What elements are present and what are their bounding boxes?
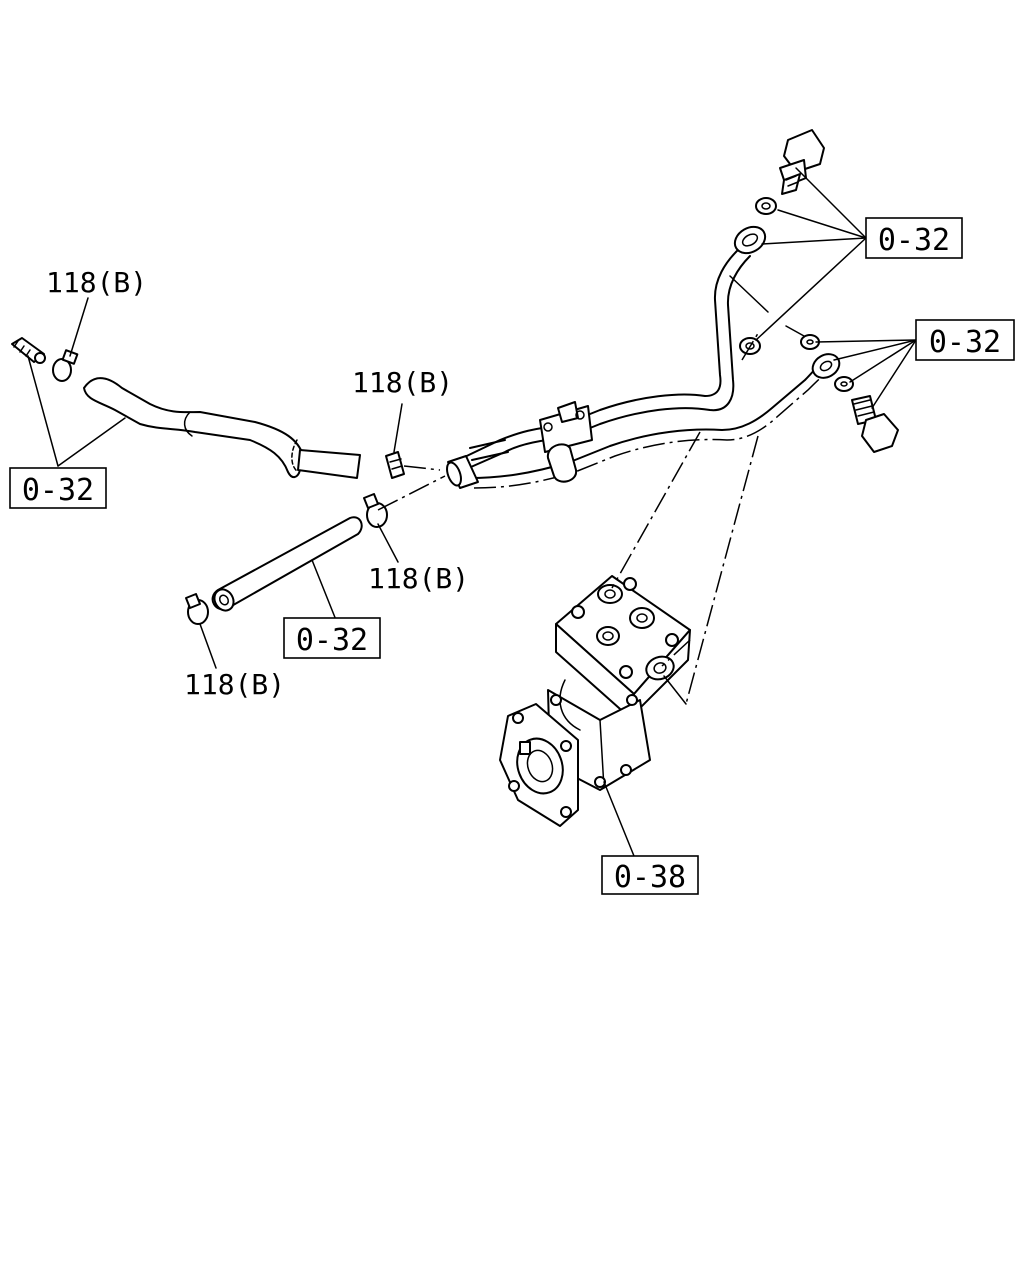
- ref-left-text: 0-32: [22, 473, 94, 508]
- center-fitting-leader: [403, 465, 441, 471]
- center-small-fitting: [385, 451, 405, 479]
- ref-top-right-text: 0-32: [878, 223, 950, 258]
- center-hose-leader: [377, 475, 446, 511]
- label-clip-d: 118(B): [184, 668, 285, 701]
- pipe-assembly: [446, 225, 841, 489]
- label-clip-c: 118(B): [368, 562, 469, 595]
- ref-box-right: 0-32: [915, 319, 1015, 361]
- ref-box-left: 0-32: [9, 467, 107, 509]
- right-washer-lower: [834, 376, 854, 392]
- right-banjo-bolt: [851, 395, 899, 453]
- left-connector-fitting: [11, 337, 46, 364]
- top-washer-upper: [755, 197, 777, 215]
- left-hose-clamp: [52, 349, 79, 382]
- top-washer-leader: [741, 329, 761, 361]
- leader-lines: [27, 167, 917, 857]
- ref-box-top-right: 0-32: [865, 217, 963, 259]
- ref-box-compressor: 0-38: [601, 855, 699, 895]
- ref-right-text: 0-32: [929, 325, 1001, 360]
- center-straight-hose: [211, 516, 363, 612]
- left-bent-hose: [83, 377, 361, 479]
- air-compressor: [499, 575, 691, 827]
- ref-compressor-text: 0-38: [614, 860, 686, 895]
- ref-box-center: 0-32: [283, 617, 381, 659]
- label-clip-a: 118(B): [46, 266, 147, 299]
- label-clip-b: 118(B): [352, 366, 453, 399]
- center-hose-clamp-upper: [363, 493, 388, 528]
- center-hose-clamp-lower: [185, 593, 209, 625]
- top-banjo-bolt: [779, 129, 825, 195]
- ref-center-text: 0-32: [296, 623, 368, 658]
